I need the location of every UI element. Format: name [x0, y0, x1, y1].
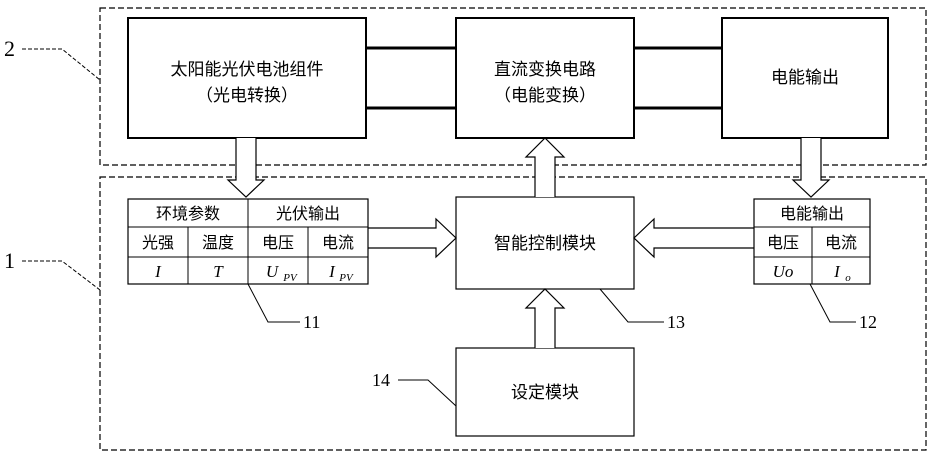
arrow-setting-to-control [524, 288, 566, 348]
group-box-2 [99, 7, 927, 166]
table11-header-pv: 光伏输出 [276, 204, 340, 223]
arrow-control-to-dc [524, 137, 566, 197]
arrow-table11-to-control [368, 217, 457, 259]
leader-line-2 [22, 48, 101, 81]
pv-module-title: 太阳能光伏电池组件 [171, 60, 324, 80]
pv-module-subtitle: （光电转换） [196, 86, 298, 106]
table11-sym-current: I [328, 262, 336, 281]
table-12: 电能输出 电压 电流 Uo I o [753, 198, 871, 285]
dc-converter-title: 直流变换电路 [494, 60, 596, 80]
leader-line-11 [247, 283, 300, 323]
leader-line-13 [599, 288, 664, 323]
table11-sym-voltage-sub: PV [282, 272, 298, 284]
ref-label-13: 13 [667, 312, 685, 332]
table11-col-current: 电流 [322, 233, 354, 252]
arrow-pv-to-table11 [226, 138, 266, 198]
table11-sym-voltage: U [266, 262, 280, 281]
leader-line-12 [809, 283, 856, 323]
table11-col-voltage: 电压 [262, 233, 294, 252]
setting-module-title: 设定模块 [511, 383, 579, 403]
table12-sym-voltage: Uo [773, 262, 794, 281]
power-output-title: 电能输出 [771, 68, 839, 88]
table12-sym-current: I [833, 262, 841, 281]
table12-col-current: 电流 [825, 233, 857, 252]
table12-col-voltage: 电压 [767, 233, 799, 252]
table11-sym-current-sub: PV [338, 272, 354, 284]
table11-sym-temp: T [213, 262, 224, 281]
label-system-1: 1 [4, 248, 15, 273]
ref-label-14: 14 [372, 370, 390, 390]
dc-converter-subtitle: （电能变换） [494, 86, 596, 106]
ref-label-11: 11 [303, 312, 320, 332]
group-box-1 [99, 176, 927, 451]
table11-col-light: 光强 [142, 233, 174, 252]
table12-header: 电能输出 [780, 204, 844, 223]
table11-sym-light: I [154, 262, 162, 281]
table11-col-temp: 温度 [202, 233, 234, 252]
ref-label-12: 12 [859, 312, 877, 332]
table12-sym-current-sub: o [845, 272, 851, 284]
control-module-title: 智能控制模块 [494, 234, 596, 254]
arrow-output-to-table12 [791, 138, 831, 198]
leader-line-14 [398, 379, 457, 407]
table11-header-env: 环境参数 [156, 204, 220, 223]
arrow-table12-to-control [633, 217, 754, 259]
table-11: 环境参数 光伏输出 光强 温度 电压 电流 I T U PV I PV [127, 198, 369, 285]
label-system-2: 2 [4, 36, 15, 61]
leader-line-1 [22, 260, 101, 291]
